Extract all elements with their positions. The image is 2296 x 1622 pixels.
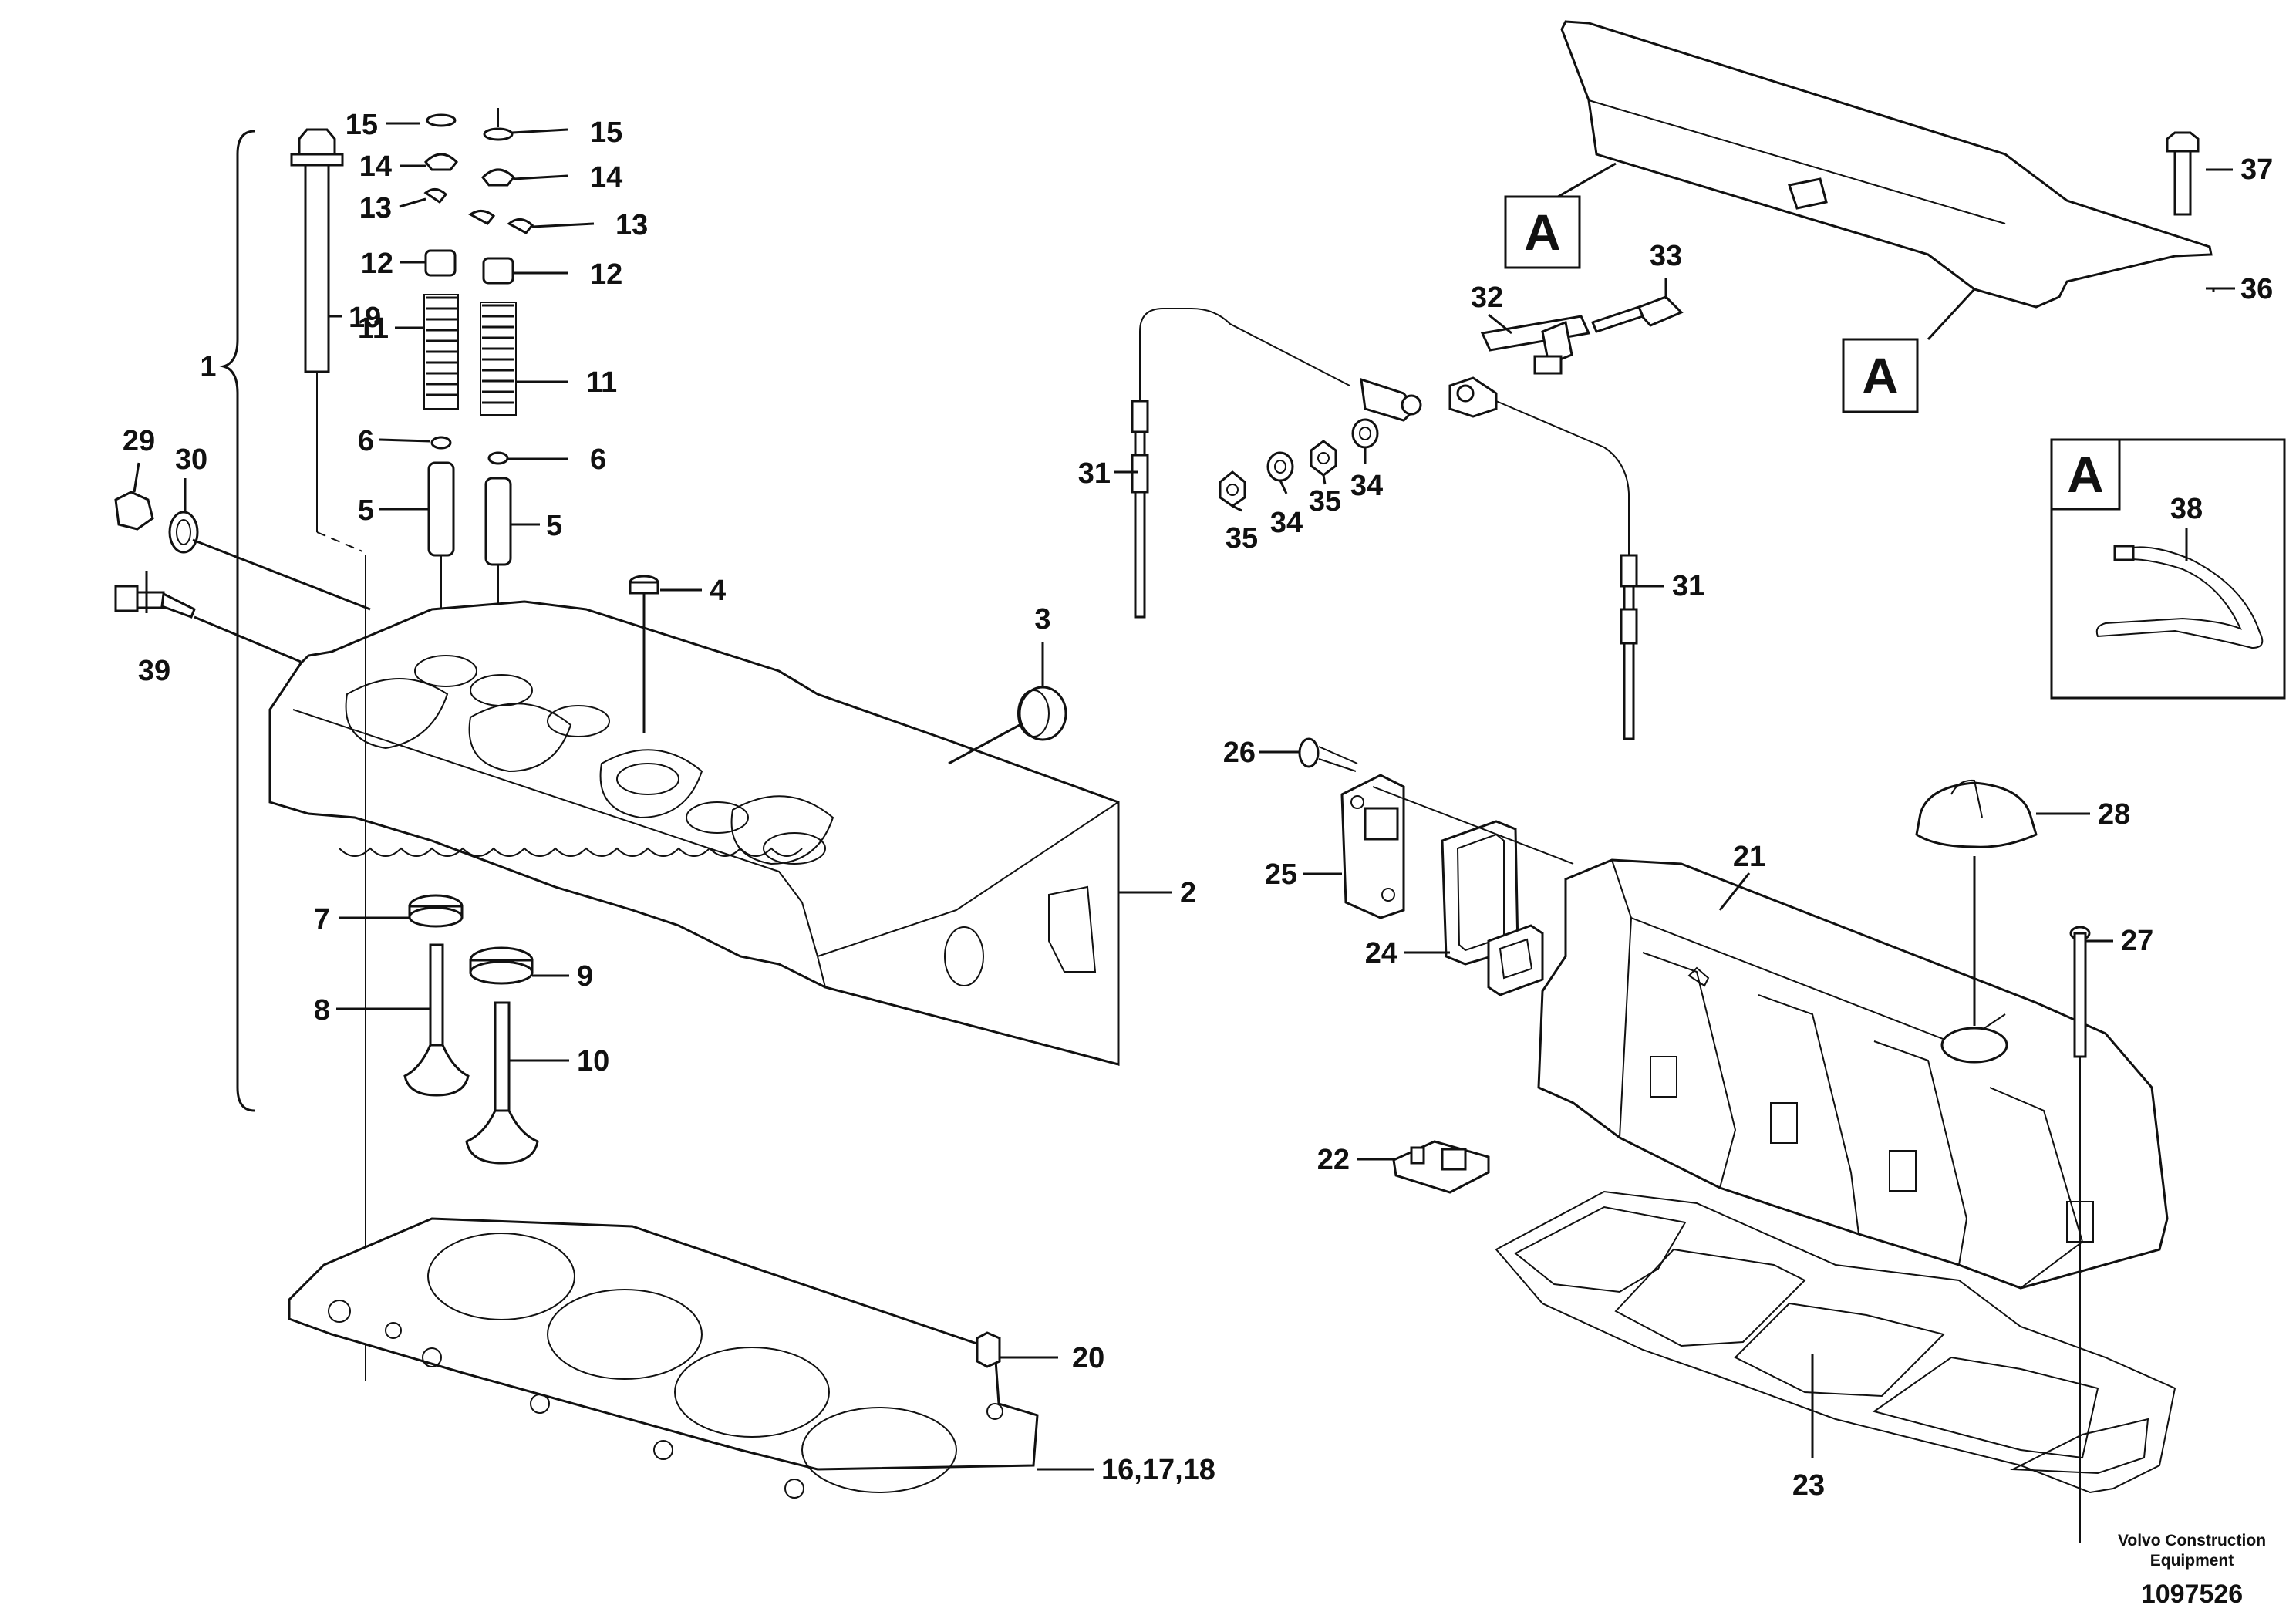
label-32: 32 [1471,282,1503,314]
intake-valve-10 [465,1001,539,1165]
detail-view-a: A [2050,438,2286,700]
label-35a: 35 [1226,522,1258,555]
nuts-and-washers [1219,418,1379,508]
detail-view-letter: A [2067,446,2104,503]
label-11a: 11 [358,312,389,345]
label-34b: 34 [1350,470,1383,502]
label-7: 7 [314,903,330,936]
cylinder-head [268,600,1120,1066]
head-bolt [290,128,363,552]
bolt-37 [2166,131,2200,216]
view-marker-box-1 [1504,195,1581,269]
label-24: 24 [1365,937,1397,969]
dowel-pin [976,1331,1001,1368]
label-35b: 35 [1309,485,1341,518]
label-3: 3 [1034,603,1050,636]
glow-plug-connector-left [1131,308,1422,619]
glow-plug-connector-right [1448,376,1638,740]
label-8: 8 [314,994,330,1027]
label-13b: 13 [615,209,648,241]
plug-with-washer [114,491,371,611]
label-34a: 34 [1270,507,1303,539]
label-14a: 14 [359,150,392,183]
flange-25 [1303,774,1405,919]
label-4: 4 [710,575,726,607]
footer: Volvo Construction Equipment 1097526 [2118,1532,2266,1609]
label-36: 36 [2240,273,2273,305]
valve-seal-9 [469,946,534,985]
label-12a: 12 [361,248,393,280]
bolt-26 [1259,737,1358,772]
manifold-alignment-line [1372,786,1574,865]
label-5b: 5 [546,510,562,542]
brand-line-1: Volvo Construction [2118,1532,2266,1549]
brand-line-2: Equipment [2150,1552,2234,1570]
cap-4 [629,575,659,733]
screw-33 [1590,295,1684,333]
cover-plate [1560,20,2213,309]
valve-seal-7 [408,894,464,928]
label-9: 9 [577,960,593,993]
valve-spring-stack-left [423,113,496,656]
label-30: 30 [175,443,207,476]
bracket-32 [1480,315,1591,375]
label-37: 37 [2240,153,2273,186]
label-13a: 13 [359,192,392,224]
label-12b: 12 [590,258,622,291]
temperature-sensor [114,585,302,663]
clip-22 [1357,1140,1490,1194]
label-25: 25 [1265,858,1297,891]
label-31b: 31 [1672,570,1704,602]
label-6a: 6 [358,425,374,457]
valve-cover-gasket [1495,1190,2176,1494]
view-marker-letter-2: A [1862,347,1899,404]
label-31a: 31 [1078,457,1111,490]
label-14b: 14 [590,161,622,194]
head-gasket [288,1217,1039,1499]
label-15a: 15 [346,109,378,141]
label-5a: 5 [358,494,374,527]
label-1: 1 [200,351,216,383]
label-26: 26 [1223,737,1256,769]
label-29: 29 [123,425,155,457]
label-10: 10 [577,1045,609,1077]
view-marker-box-2 [1842,338,1919,413]
label-16-17-18: 16,17,18 [1101,1454,1215,1486]
label-21: 21 [1733,841,1765,873]
label-6b: 6 [590,443,606,476]
exhaust-valve-8 [403,943,470,1097]
label-33: 33 [1650,240,1682,272]
label-2: 2 [1180,877,1196,909]
document-number: 1097526 [2141,1580,2243,1609]
label-22: 22 [1317,1144,1350,1176]
oil-filler-cap [1915,779,2090,1026]
view-marker-letter-1: A [1524,204,1561,261]
assembly-bracket [219,130,255,1112]
core-plug [948,686,1067,765]
intake-manifold [1487,858,2169,1290]
label-39: 39 [138,655,170,687]
valve-spring-stack-right [480,108,534,679]
label-11b: 11 [586,366,617,399]
label-38: 38 [2170,493,2203,525]
label-27: 27 [2121,925,2153,957]
label-23: 23 [1792,1469,1825,1502]
label-19: 19 [349,302,381,334]
label-20: 20 [1072,1342,1104,1374]
item-labels: 1 2 3 4 5 5 6 6 7 8 9 10 11 11 12 12 13 … [123,109,2273,1502]
bolt-27 [2069,926,2113,1543]
label-15b: 15 [590,116,622,149]
label-28: 28 [2098,798,2130,831]
